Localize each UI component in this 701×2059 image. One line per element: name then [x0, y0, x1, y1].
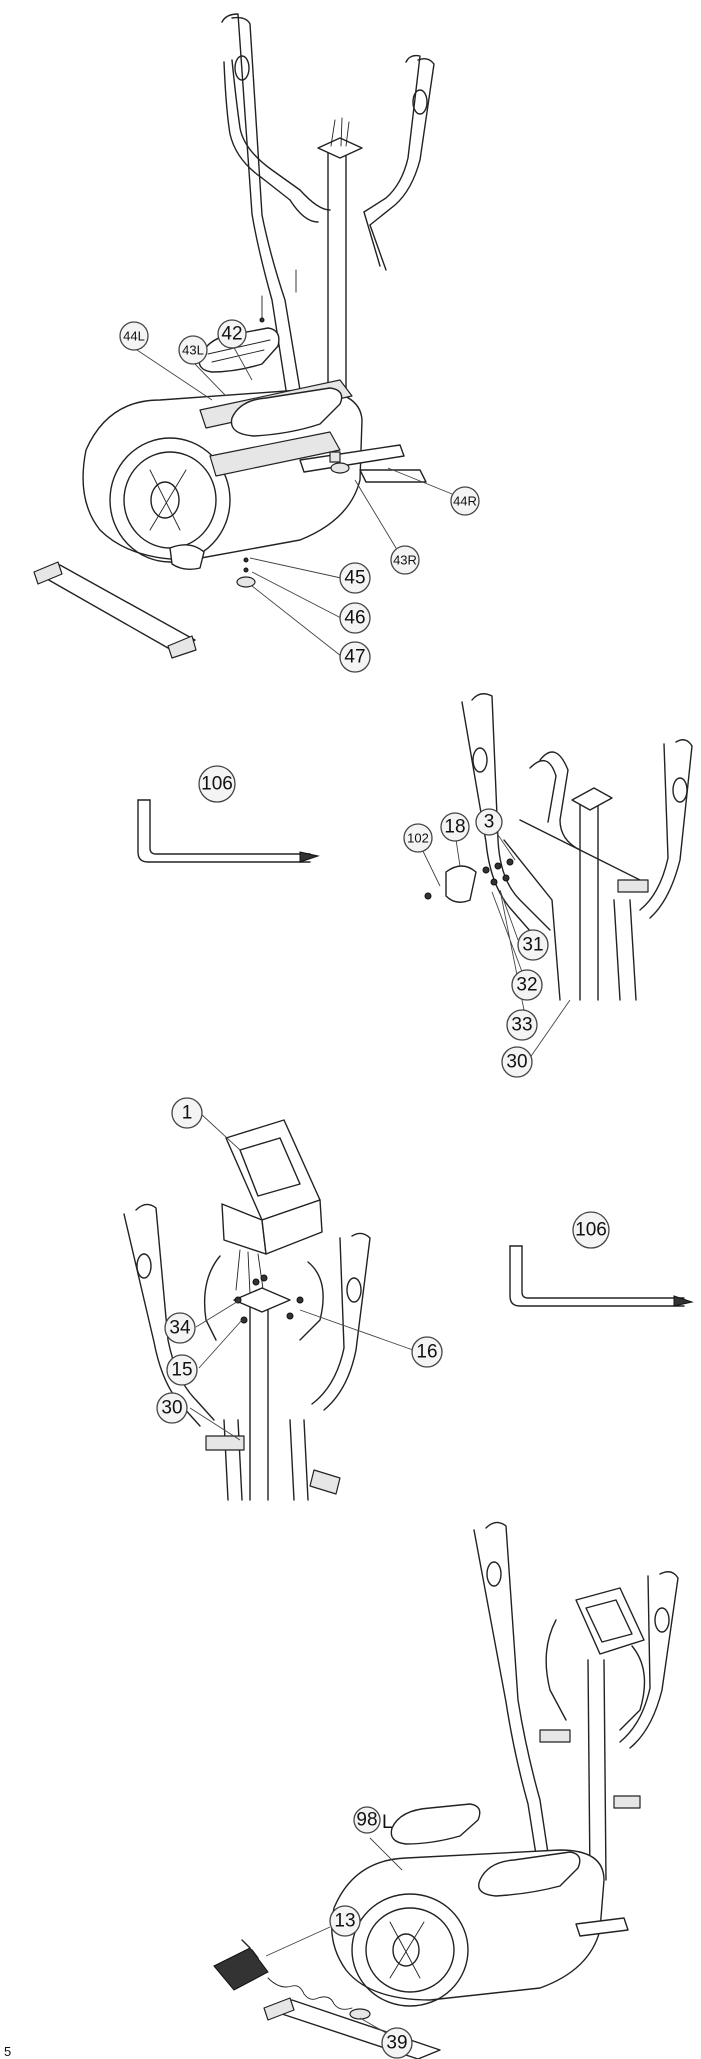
callout-3: 3 [475, 808, 503, 836]
callout-47: 47 [339, 641, 371, 673]
callout-46: 46 [339, 602, 371, 634]
callout-31: 31 [517, 929, 549, 961]
svg-text:16: 16 [416, 1342, 437, 1363]
svg-text:3: 3 [484, 812, 495, 833]
svg-text:47: 47 [344, 647, 365, 668]
svg-text:45: 45 [344, 568, 365, 589]
callout-18: 18 [440, 812, 470, 842]
callout-30-step2: 30 [501, 1046, 533, 1078]
svg-text:106: 106 [201, 774, 233, 795]
svg-text:43L: 43L [182, 343, 204, 358]
allen-key-tool [137, 799, 320, 863]
svg-text:30: 30 [161, 1398, 182, 1419]
svg-text:33: 33 [511, 1015, 532, 1036]
svg-text:34: 34 [169, 1318, 191, 1339]
callout-1: 1 [171, 1097, 203, 1129]
svg-text:102: 102 [407, 831, 429, 846]
callout-13: 13 [329, 1905, 361, 1937]
svg-text:44R: 44R [453, 494, 477, 509]
page-number: 5 [4, 2044, 11, 2059]
svg-text:43R: 43R [393, 553, 417, 568]
callout-44R: 44R [450, 486, 480, 516]
allen-key-tool-step3 [509, 1245, 694, 1307]
callout-30-step3: 30 [156, 1392, 188, 1424]
callout-33: 33 [506, 1009, 538, 1041]
svg-text:42: 42 [221, 324, 242, 345]
svg-text:39: 39 [386, 2033, 407, 2054]
callout-39: 39 [381, 2027, 413, 2059]
svg-text:13: 13 [334, 1911, 355, 1932]
callout-43R: 43R [390, 545, 420, 575]
svg-text:44L: 44L [123, 329, 145, 344]
callout-32: 32 [511, 969, 543, 1001]
svg-text:46: 46 [344, 608, 365, 629]
svg-text:30: 30 [506, 1052, 527, 1073]
svg-text:31: 31 [522, 935, 543, 956]
callout-106-step3: 106 [572, 1211, 610, 1249]
callout-15: 15 [166, 1354, 198, 1386]
callout-44L: 44L [119, 321, 149, 351]
callout-45: 45 [339, 562, 371, 594]
svg-text:18: 18 [444, 817, 465, 838]
svg-text:15: 15 [171, 1360, 192, 1381]
callout-43L: 43L [178, 335, 208, 365]
callout-16: 16 [411, 1336, 443, 1368]
svg-text:98: 98 [356, 1810, 377, 1831]
svg-text:1: 1 [182, 1103, 193, 1124]
step2-upper-frame-drawing [424, 693, 693, 1001]
callout-102: 102 [403, 823, 433, 853]
svg-text:106: 106 [575, 1220, 607, 1241]
callout-34: 34 [164, 1312, 196, 1344]
callout-98-suffix: L [382, 1812, 393, 1833]
svg-text:32: 32 [516, 975, 537, 996]
callout-98: 98 [353, 1806, 381, 1834]
callout-106-step2: 106 [198, 765, 236, 803]
step1-elliptical-drawing [33, 13, 435, 659]
callout-42: 42 [217, 319, 247, 349]
step3-console-drawing [123, 1119, 371, 1501]
step4-elliptical-drawing [213, 1521, 679, 2059]
